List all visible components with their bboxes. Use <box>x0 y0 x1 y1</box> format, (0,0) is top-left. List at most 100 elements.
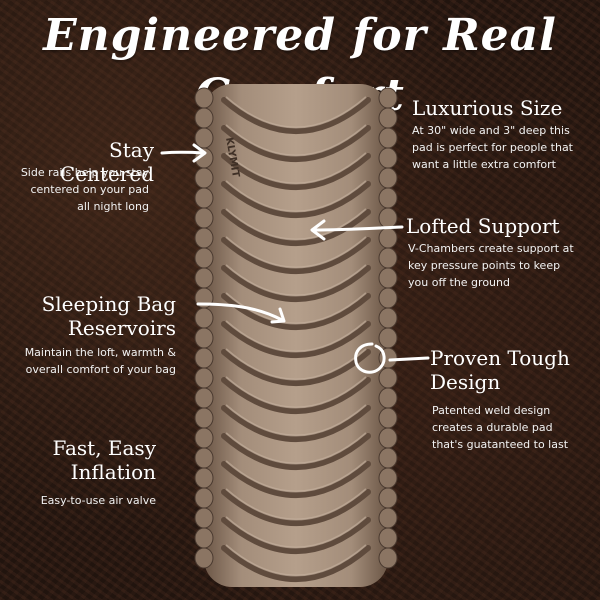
right-rail-bump <box>378 407 398 429</box>
sleeping-bag-reservoirs-title-line-2: Reservoirs <box>67 316 176 340</box>
sleeping-bag-reservoirs-text: Maintain the loft, warmth & overall comf… <box>8 344 176 378</box>
v-chamber-highlight <box>225 208 367 241</box>
right-rail-bump <box>378 527 398 549</box>
v-chamber-ridge <box>221 265 371 302</box>
v-chamber-ridge <box>221 461 371 498</box>
v-chamber-ridge <box>221 153 371 190</box>
right-rail-bump <box>378 427 398 449</box>
sleeping-bag-reservoirs-arrow-icon <box>196 302 286 324</box>
v-chamber-ridge <box>221 405 371 442</box>
v-chamber-highlight <box>225 348 367 381</box>
left-rail-bump <box>194 87 214 109</box>
stay-centered-title: Stay Centered <box>59 138 154 186</box>
sleeping-bag-reservoirs-title: Sleeping Bag Reservoirs <box>10 292 176 340</box>
lofted-support-line-2: key pressure points to keep <box>408 259 561 272</box>
left-rail-bump <box>194 347 214 369</box>
v-chamber-ridge <box>221 349 371 386</box>
v-chamber-highlight <box>225 544 367 577</box>
v-chamber-ridge <box>221 517 371 554</box>
right-side-rail <box>378 87 398 569</box>
luxurious-size-text: At 30" wide and 3" deep this pad is perf… <box>412 122 597 173</box>
proven-tough-design-text: Patented weld design creates a durable p… <box>432 402 598 453</box>
v-chamber-ridge <box>221 321 371 358</box>
stay-centered-line-1: Side rails help you stay <box>20 166 149 179</box>
v-chamber-ridge <box>221 125 371 162</box>
right-rail-bump <box>378 87 398 109</box>
left-rail-bump <box>194 247 214 269</box>
right-rail-bump <box>378 287 398 309</box>
luxurious-size-line-1: At 30" wide and 3" deep this <box>412 124 570 137</box>
left-rail-bump <box>194 367 214 389</box>
v-chamber-ridge <box>221 181 371 218</box>
left-rail-bump <box>194 107 214 129</box>
fast-easy-inflation-line-1: Easy-to-use air valve <box>40 494 156 507</box>
left-rail-bump <box>194 407 214 429</box>
sleeping-bag-reservoirs-line-1: Maintain the loft, warmth & <box>24 346 176 359</box>
luxurious-size-line-2: pad is perfect for people that <box>412 141 573 154</box>
v-chamber-ridge <box>221 293 371 330</box>
left-rail-bump <box>194 487 214 509</box>
sleeping-pad-svg: KLYMIT <box>194 84 398 587</box>
fast-easy-inflation-title-line-1: Fast, Easy <box>52 436 156 460</box>
v-chamber-highlight <box>225 404 367 437</box>
v-chamber-ridge <box>221 489 371 526</box>
v-chamber-highlight <box>225 236 367 269</box>
left-rail-bump <box>194 547 214 569</box>
v-chamber-ridge <box>221 97 371 134</box>
right-rail-bump <box>378 187 398 209</box>
left-rail-bump <box>194 387 214 409</box>
stay-centered-line-3: all night long <box>77 200 149 213</box>
v-chamber-highlight <box>225 320 367 353</box>
v-chamber-highlight <box>225 488 367 521</box>
left-rail-bump <box>194 327 214 349</box>
proven-tough-design-line-2: creates a durable pad <box>432 421 553 434</box>
left-rail-bump <box>194 207 214 229</box>
left-side-rail <box>194 87 214 569</box>
left-rail-bump <box>194 267 214 289</box>
right-rail-bump <box>378 467 398 489</box>
fast-easy-inflation-title-line-2: Inflation <box>70 460 156 484</box>
lofted-support-line-3: you off the ground <box>408 276 510 289</box>
sleeping-pad-image: KLYMIT <box>186 78 406 593</box>
stay-centered-line-2: centered on your pad <box>30 183 149 196</box>
left-rail-bump <box>194 167 214 189</box>
v-chamber-ridge <box>221 545 371 582</box>
sleeping-bag-reservoirs-line-2: overall comfort of your bag <box>25 363 176 376</box>
v-chamber-highlight <box>225 152 367 185</box>
proven-tough-design-title-line-2: Design <box>430 370 501 394</box>
stay-centered-arrow-icon <box>160 143 207 163</box>
fast-easy-inflation-title: Fast, Easy Inflation <box>10 436 156 484</box>
right-rail-bump <box>378 487 398 509</box>
proven-tough-design-title-line-1: Proven Tough <box>430 346 570 370</box>
lofted-support-title: Lofted Support <box>406 214 560 238</box>
luxurious-size-title: Luxurious Size <box>412 96 563 120</box>
sleeping-bag-reservoirs-title-line-1: Sleeping Bag <box>41 292 176 316</box>
right-rail-bump <box>378 547 398 569</box>
lofted-support-arrow-icon <box>310 219 404 241</box>
right-rail-bump <box>378 127 398 149</box>
v-chamber-highlight <box>225 264 367 297</box>
left-rail-bump <box>194 527 214 549</box>
right-rail-bump <box>378 267 398 289</box>
right-rail-bump <box>378 507 398 529</box>
right-rail-bump <box>378 107 398 129</box>
v-chamber-ridge <box>221 377 371 414</box>
v-chamber-highlight <box>225 180 367 213</box>
proven-tough-design-title: Proven Tough Design <box>430 346 598 394</box>
proven-tough-circle-icon <box>354 342 430 374</box>
left-rail-bump <box>194 427 214 449</box>
fast-easy-inflation-text: Easy-to-use air valve <box>10 492 156 509</box>
proven-tough-design-line-1: Patented weld design <box>432 404 551 417</box>
right-rail-bump <box>378 147 398 169</box>
right-rail-bump <box>378 247 398 269</box>
luxurious-size-line-3: want a little extra comfort <box>412 158 556 171</box>
lofted-support-line-1: V-Chambers create support at <box>408 242 574 255</box>
pad-body <box>204 84 388 587</box>
v-chambers <box>221 96 371 582</box>
right-rail-bump <box>378 447 398 469</box>
v-chamber-highlight <box>225 516 367 549</box>
stay-centered-text: Side rails help you stay centered on you… <box>14 164 149 215</box>
v-chamber-ridge <box>221 237 371 274</box>
v-chamber-ridge <box>221 433 371 470</box>
left-rail-bump <box>194 467 214 489</box>
